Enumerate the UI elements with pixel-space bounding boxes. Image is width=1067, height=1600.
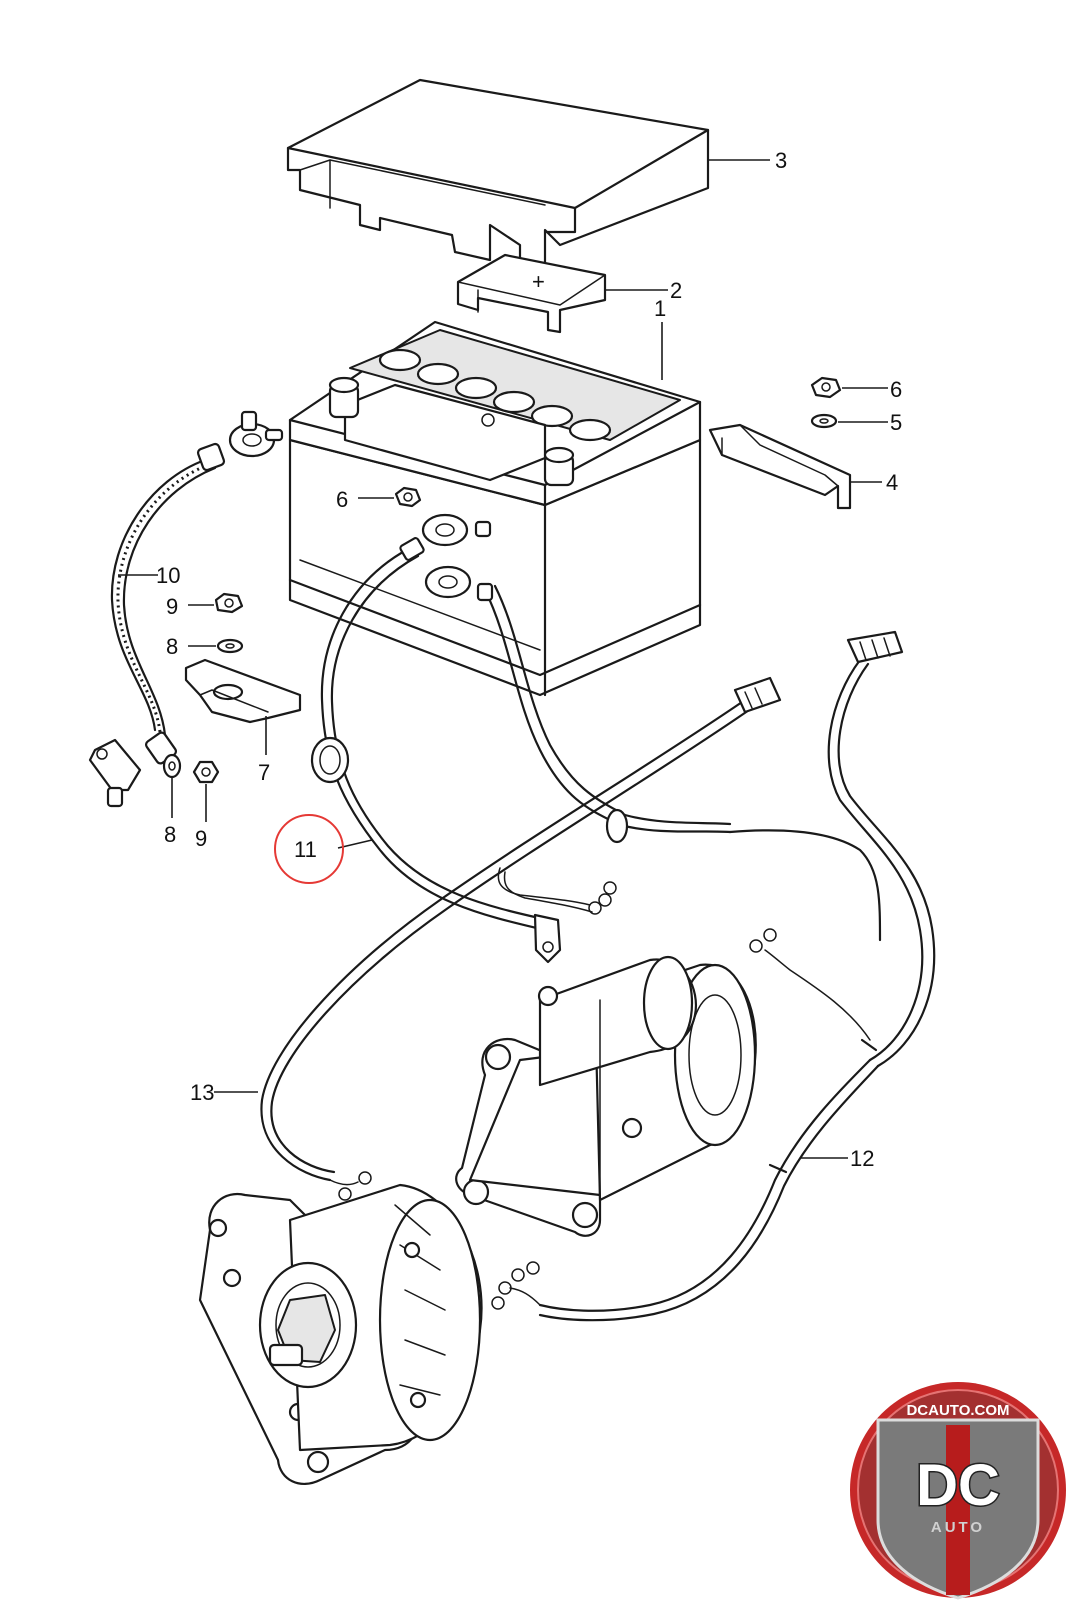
callout-12: 12 — [850, 1146, 874, 1171]
battery-nut — [394, 486, 422, 508]
callout-8-lower: 8 — [164, 822, 176, 847]
logo-stripe — [946, 1425, 970, 1595]
strap-nut-lower — [192, 760, 220, 784]
callout-2: 2 — [670, 278, 682, 303]
callout-3: 3 — [775, 148, 787, 173]
battery-posts — [328, 376, 575, 487]
battery — [288, 320, 702, 697]
callout-9-upper: 9 — [166, 594, 178, 619]
callout-5: 5 — [890, 410, 902, 435]
logo-url-text: DCAUTO.COM — [906, 1402, 1009, 1419]
strap-washer-lower — [162, 753, 182, 779]
battery-cover — [286, 78, 710, 272]
battery-cable-positive — [424, 565, 732, 844]
alternator — [198, 1183, 483, 1485]
logo-word: AUTO — [931, 1519, 985, 1536]
battery-vent-caps — [378, 348, 612, 442]
callout-6-battery: 6 — [336, 487, 348, 512]
hold-down-washer — [810, 413, 838, 429]
callout-7: 7 — [258, 760, 270, 785]
callout-1: 1 — [654, 296, 666, 321]
callout-8-upper: 8 — [166, 634, 178, 659]
callout-9-lower: 9 — [195, 826, 207, 851]
callout-10: 10 — [156, 563, 180, 588]
harness-12 — [491, 630, 936, 1322]
terminal-cap: + — [456, 253, 607, 334]
hold-down-clamp — [708, 423, 852, 510]
strap-bracket — [184, 658, 302, 724]
earth-strap — [88, 410, 284, 808]
callout-4: 4 — [886, 470, 898, 495]
highlight-circle — [274, 814, 344, 884]
hold-down-nut — [810, 376, 842, 399]
strap-nut-upper — [214, 592, 244, 614]
harness-13 — [260, 676, 782, 1201]
callout-13: 13 — [190, 1080, 214, 1105]
plus-symbol: + — [532, 269, 545, 294]
dcauto-logo: DCAUTO.COM DC AUTO — [850, 1382, 1066, 1600]
strap-washer-upper — [216, 638, 244, 654]
callout-6-right: 6 — [890, 377, 902, 402]
callout-11: 11 — [294, 837, 317, 862]
starter-motor — [455, 955, 757, 1237]
logo-initials: DC — [916, 1453, 1000, 1518]
